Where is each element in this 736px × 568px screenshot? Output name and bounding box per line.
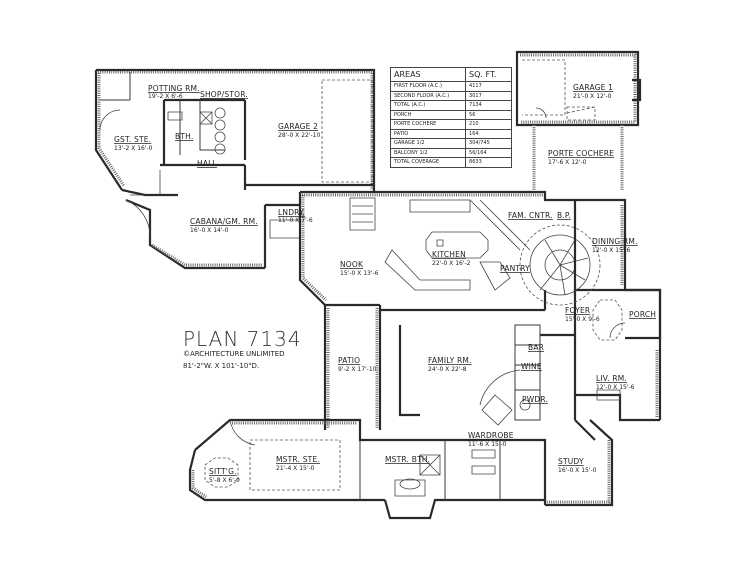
room-label-study: STUDY [558,457,584,466]
room-label-garage2: GARAGE 2 [278,122,318,131]
room-dim-nook: 15'-0 X 13'-6 [340,270,379,277]
room-dim-laundry: 11'-0 X 7'-6 [278,217,313,224]
plan-copyright: ©ARCHITECTURE UNLIMITED [183,350,285,358]
room-label-wine: WINE [521,362,542,371]
room-label-master-bath: MSTR. BTH. [385,455,430,464]
room-label-powder: PWDR. [522,395,548,404]
room-dim-foyer: 15'-0 X 9'-6 [565,316,600,323]
area-value: 3017 [465,90,512,101]
room-label-wardrobe: WARDROBE [468,431,514,440]
room-dim-family: 24'-0 X 22'-8 [428,366,467,373]
area-value: 8633 [465,157,512,168]
room-label-porch: PORCH [629,310,656,319]
room-label-cabana: CABANA/GM. RM. [190,217,258,226]
room-label-bp: B.P. [557,211,571,220]
room-dim-kitchen: 22'-0 X 16'-2 [432,260,471,267]
area-label: PORCH [389,109,467,120]
table-row: TOTAL (A.C.)7134 [389,100,512,111]
area-value: 56 [465,109,512,120]
room-dim-dining: 12'-0 X 15'-6 [592,247,631,254]
areas-table: AREAS SQ. FT. FIRST FLOOR (A.C.)4117 SEC… [389,67,512,168]
garage1-porte-cochere [515,50,642,190]
kitchen-fixtures [349,197,531,291]
area-label: FIRST FLOOR (A.C.) [389,81,467,92]
room-label-nook: NOOK [340,260,364,269]
dining-room-walls [573,200,624,290]
room-dim-living: 12'-0 X 15'-6 [596,384,635,391]
room-dim-guest: 13'-2 X 16'-0 [114,145,153,152]
area-label: PATIO [389,128,467,139]
north-wing-walls [94,68,376,196]
room-dim-sitting: 5'-8 X 6'-0 [209,477,240,484]
area-value: 7134 [465,100,512,111]
bar-wine-powder [479,324,541,426]
room-label-porte-cochere: PORTE COCHERE [548,149,614,158]
room-dim-study: 16'-0 X 15'-0 [558,467,597,474]
room-dim-porte-cochere: 17'-6 X 12'-0 [548,159,587,166]
room-dim-garage1: 21'-0 X 12'-0 [573,93,612,100]
plan-title: PLAN 7134 [183,327,302,351]
plan-overall-size: 81'-2"W. X 101'-10"D. [183,362,260,370]
room-label-patio: PATIO [338,356,360,365]
area-label: TOTAL COVERAGE [389,157,467,168]
room-label-pantry: PANTRY [500,264,530,273]
room-label-guest: GST. STE. [114,135,151,144]
room-dim-patio: 9'-2 X 17'-10 [338,366,377,373]
room-label-hall: HALL [197,159,218,168]
area-value: 304/745 [465,138,512,149]
room-dim-potting: 19'-2 X 6'-6 [148,93,183,100]
room-label-bar: BAR [528,343,544,352]
table-row: SECOND FLOOR (A.C.)3017 [389,90,512,101]
spiral-stair [519,224,601,306]
room-label-foyer: FOYER [565,306,590,315]
room-label-kitchen: KITCHEN [432,250,466,259]
room-label-shop: SHOP/STOR. [200,90,248,99]
areas-header-label: AREAS [389,67,467,82]
area-label: PORTE COCHERE [389,119,467,130]
area-label: BALCONY 1/2 [389,147,467,158]
area-value: 56/164 [465,147,512,158]
room-label-bath: BTH. [175,132,193,141]
room-label-master-suite: MSTR. STE. [276,455,320,464]
room-label-living: LIV. RM. [596,374,627,383]
areas-header-value: SQ. FT. [465,67,512,82]
area-label: GARAGE 1/2 [389,138,467,149]
area-value: 4117 [465,81,512,92]
room-label-garage1: GARAGE 1 [573,83,613,92]
areas-table-header: AREAS SQ. FT. [389,67,512,82]
foyer-porch [592,288,662,341]
main-body-walls [298,190,662,507]
room-label-family: FAMILY RM. [428,356,472,365]
room-label-laundry: LNDRY. [278,208,305,217]
area-label: SECOND FLOOR (A.C.) [389,90,467,101]
room-dim-cabana: 16'-0 X 14'-0 [190,227,229,234]
area-value: 210 [465,119,512,130]
area-label: TOTAL (A.C.) [389,100,467,111]
room-dim-master-suite: 21'-4 X 15'-0 [276,465,315,472]
room-label-sitting: SITT'G. [209,467,237,476]
living-study [573,350,659,441]
master-wing-walls [188,418,547,520]
room-dim-garage2: 28'-0 X 22'-10 [278,132,320,139]
room-dim-wardrobe: 11'-6 X 15'-0 [468,441,507,448]
table-row: FIRST FLOOR (A.C.)4117 [389,81,512,92]
room-label-potting: POTTING RM. [148,84,200,93]
area-value: 164 [465,128,512,139]
room-label-dining: DINING RM. [592,237,638,246]
room-labels: POTTING RM. 19'-2 X 6'-6 SHOP/STOR. GST.… [114,83,656,484]
room-label-fam-center: FAM. CNTR. [508,211,553,220]
